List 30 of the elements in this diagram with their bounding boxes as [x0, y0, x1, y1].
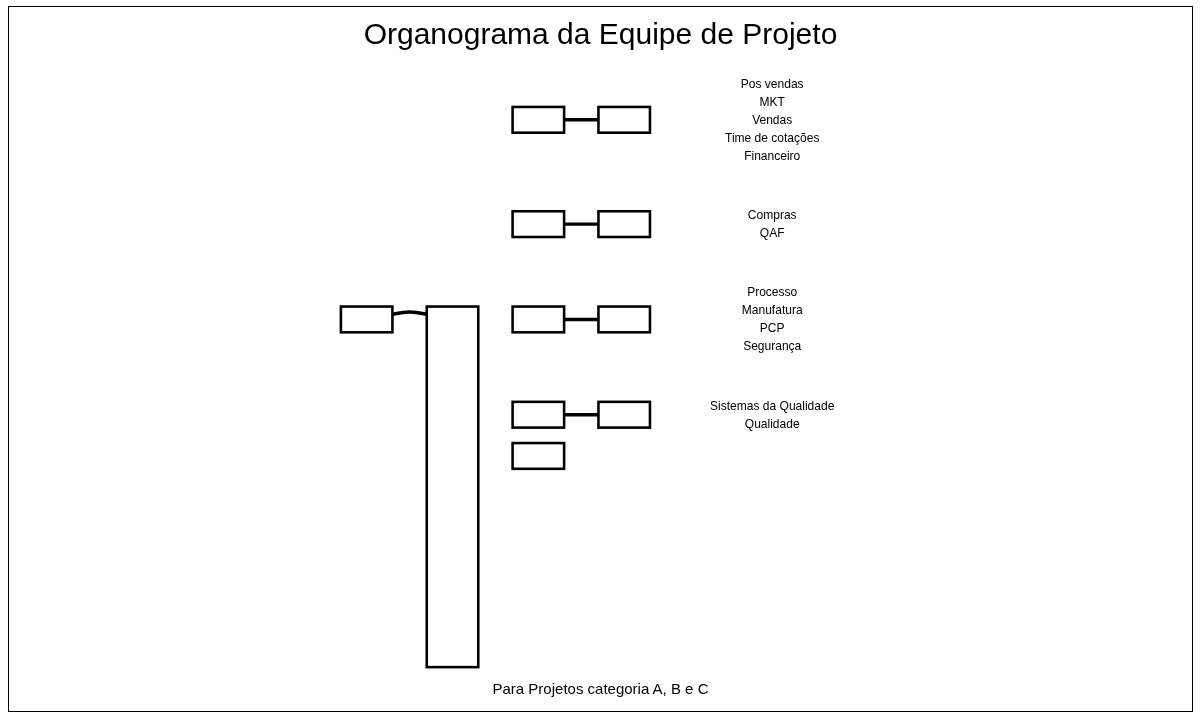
- node-bar: [425, 305, 480, 669]
- node-label: QAF: [759, 225, 785, 240]
- node-box: [511, 400, 566, 429]
- node-box: [511, 209, 566, 239]
- node-label: Segurança: [743, 339, 802, 353]
- node-box: [597, 305, 652, 334]
- node-box: [511, 305, 566, 334]
- node-label: Sistemas da Qualidade: [710, 398, 835, 413]
- node-box: [597, 209, 652, 239]
- node-label: Pos vendas: [740, 76, 804, 91]
- node-label: Time de cotações: [724, 130, 820, 145]
- node-box: [511, 441, 566, 471]
- node-label: PCP: [759, 321, 785, 335]
- node-label: Manufatura: [741, 303, 803, 317]
- diagram-caption: Para Projetos categoria A, B e C: [492, 680, 709, 697]
- node-box: [511, 105, 566, 134]
- connector: [564, 222, 599, 226]
- diagram-title: Organograma da Equipe de Projeto: [363, 17, 838, 51]
- node-box: [597, 105, 652, 134]
- node-label: Financeiro: [744, 148, 801, 163]
- node-label: Compras: [747, 207, 797, 222]
- node-label: Vendas: [752, 112, 793, 127]
- node-box: [339, 305, 394, 334]
- node-label: Processo: [747, 285, 798, 299]
- node-box: [597, 400, 652, 429]
- connector: [564, 118, 599, 122]
- connector: [564, 413, 599, 417]
- node-label: MKT: [759, 94, 785, 109]
- connector: [564, 317, 599, 322]
- node-label: Qualidade: [744, 416, 800, 431]
